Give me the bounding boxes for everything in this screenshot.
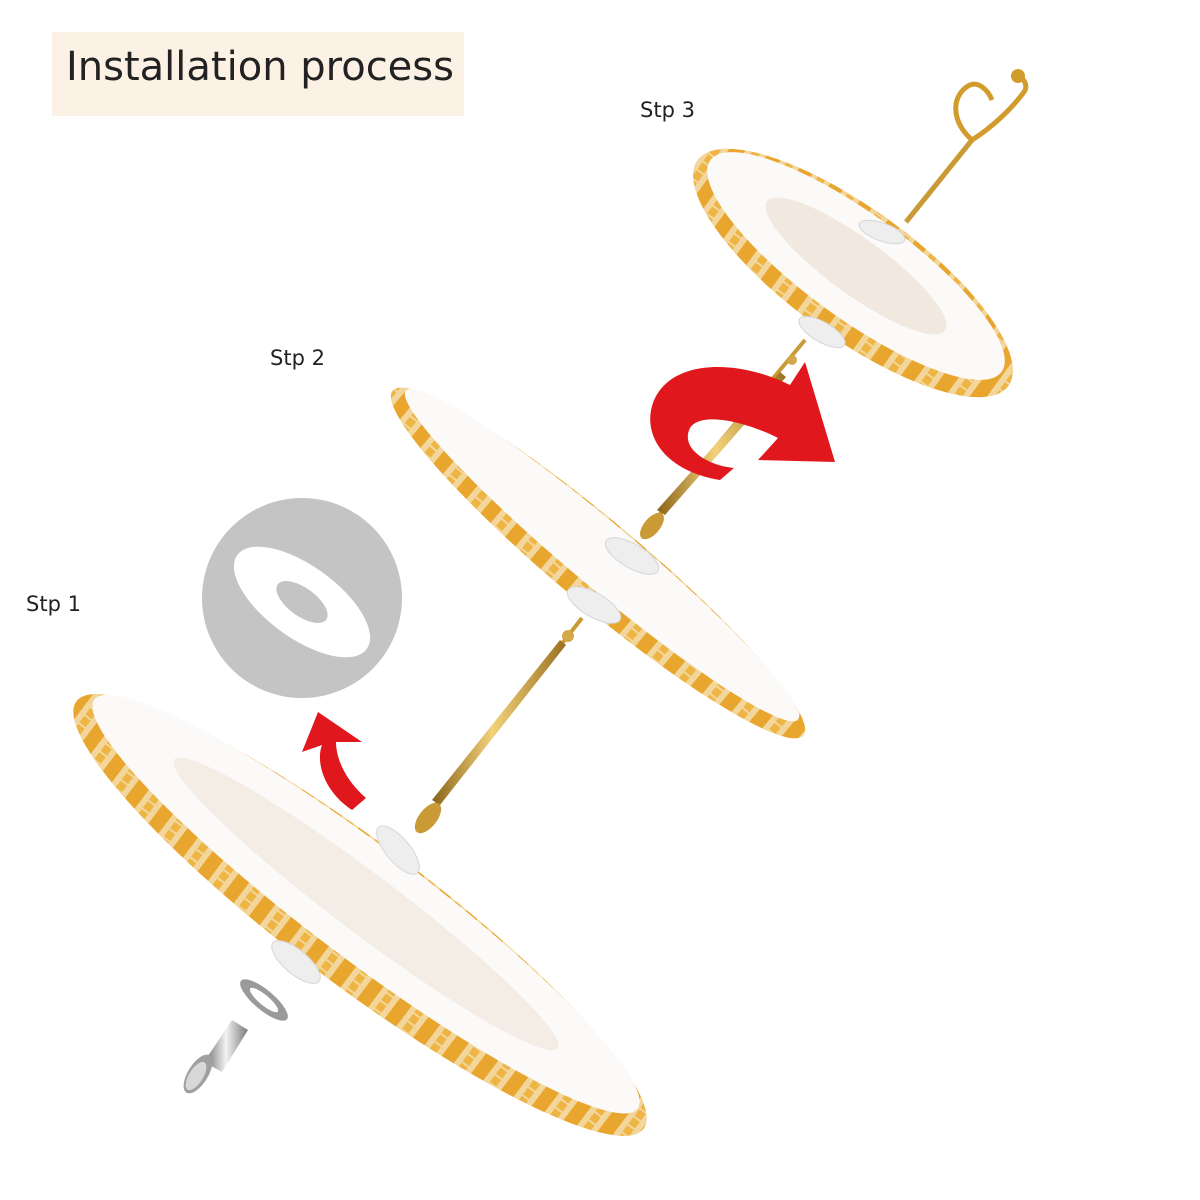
screw-icon: [183, 1020, 248, 1094]
lower-rod: [414, 616, 584, 834]
top-plate: [693, 148, 1013, 398]
title-box: Installation process: [52, 32, 464, 116]
washer-icon: [240, 219, 906, 1021]
page-title: Installation process: [66, 44, 454, 90]
bottom-plate: [73, 694, 647, 1136]
step-2-label: Stp 2: [270, 346, 325, 370]
rotate-arrow-icon: [650, 362, 835, 480]
step-3-label: Stp 3: [640, 98, 695, 122]
middle-plate: [390, 387, 806, 739]
washer-zoom-circle: [202, 498, 402, 698]
step-1-label: Stp 1: [26, 592, 81, 616]
curved-arrow-icon: [302, 712, 366, 810]
top-handle: [904, 69, 1029, 224]
